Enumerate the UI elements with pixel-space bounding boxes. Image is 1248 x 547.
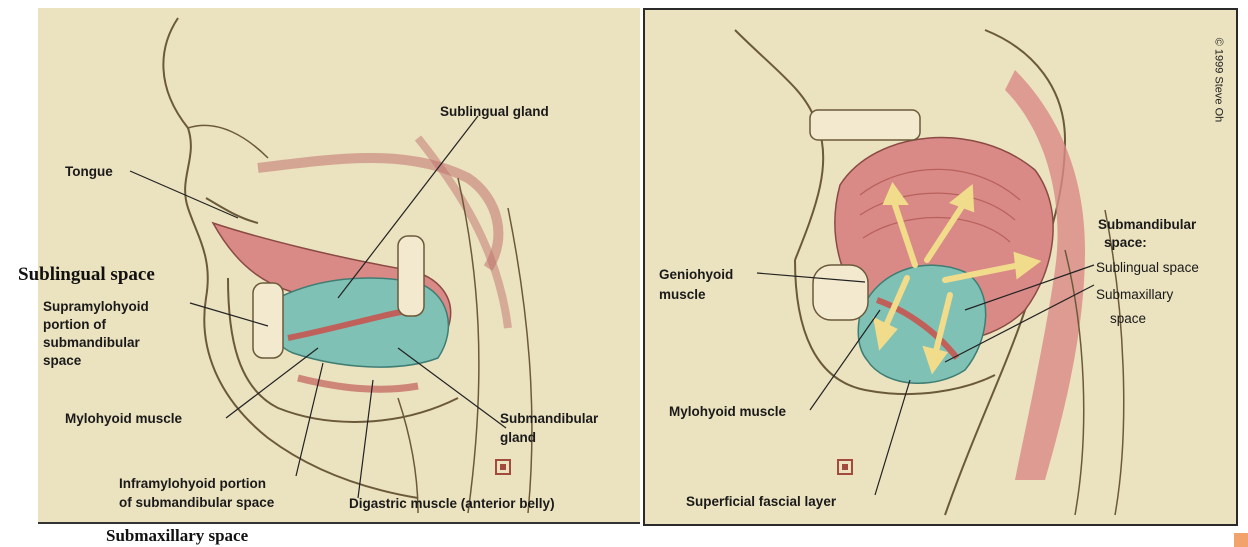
tongue-label: Tongue [65, 163, 113, 180]
submandibular-gland-label-line2: gland [500, 429, 536, 446]
inframylohyoid-label-line2: of submandibular space [119, 494, 274, 511]
copyright-text: © 1999 Steve Oh [1212, 38, 1224, 123]
digastric-muscle-label: Digastric muscle (anterior belly) [349, 495, 555, 512]
supramylohyoid-label-line1: Supramylohyoid [43, 298, 149, 315]
copyright-notice: © 1999 Steve Oh [1238, 10, 1248, 160]
geniohyoid-muscle-label-line1: Geniohyoid [659, 266, 733, 283]
supramylohyoid-label-line2: portion of [43, 316, 106, 333]
sublingual-gland-label: Sublingual gland [440, 103, 549, 120]
geniohyoid-muscle-label-line2: muscle [659, 286, 706, 303]
submaxillary-space-label-line1: Submaxillary [1096, 286, 1173, 303]
sublingual-space-annotation: Sublingual space [18, 264, 155, 286]
right-illustration-panel: Geniohyoid muscle Submandibular space: S… [643, 8, 1238, 526]
submandibular-space-label-line1: Submandibular [1098, 216, 1196, 233]
supramylohyoid-label-line4: space [43, 352, 81, 369]
corner-mark [1234, 533, 1248, 547]
left-panel-bottom-rule [38, 522, 640, 524]
submaxillary-space-label-line2: space [1110, 310, 1146, 327]
sublingual-space-label: Sublingual space [1096, 259, 1199, 276]
mylohyoid-muscle-label-right: Mylohyoid muscle [669, 403, 786, 420]
submandibular-space-label-line2: space: [1104, 234, 1147, 251]
mylohyoid-muscle-label-left: Mylohyoid muscle [65, 410, 182, 427]
inframylohyoid-label-line1: Inframylohyoid portion [119, 475, 266, 492]
submaxillary-space-annotation: Submaxillary space [106, 526, 248, 546]
supramylohyoid-label-line3: submandibular [43, 334, 140, 351]
superficial-fascial-layer-label: Superficial fascial layer [686, 493, 836, 510]
submandibular-gland-label-line1: Submandibular [500, 410, 598, 427]
